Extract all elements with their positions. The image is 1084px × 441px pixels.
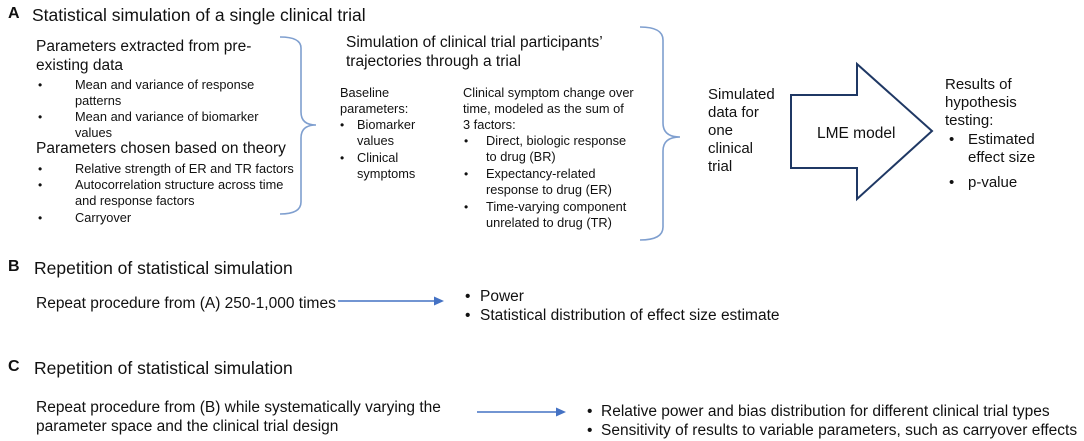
baseline-item: Clinical symptoms bbox=[357, 150, 416, 181]
baseline-item: Biomarker values bbox=[357, 117, 416, 148]
bullet-dot-icon: • bbox=[464, 200, 469, 214]
right-brace-icon bbox=[279, 36, 317, 215]
bullet-dot-icon: • bbox=[340, 118, 345, 132]
bullet-dot-icon: • bbox=[464, 134, 469, 148]
bullet-dot-icon: • bbox=[464, 167, 469, 181]
section-b-outcome: Power bbox=[480, 288, 524, 305]
bullet-dot-icon: • bbox=[340, 151, 345, 165]
bullet-dot-icon: • bbox=[38, 211, 43, 225]
simulation-heading: Simulation of clinical trial participant… bbox=[346, 34, 603, 70]
bullet-dot-icon: • bbox=[587, 422, 593, 439]
section-c-letter: C bbox=[8, 358, 20, 375]
section-b-outcome: Statistical distribution of effect size … bbox=[480, 307, 780, 324]
section-b-procedure: Repeat procedure from (A) 250-1,000 time… bbox=[36, 295, 336, 312]
params-extracted-item: Mean and variance of response patterns bbox=[75, 77, 255, 108]
section-c-outcome: Relative power and bias distribution for… bbox=[601, 403, 1050, 420]
section-c-outcome: Sensitivity of results to variable param… bbox=[601, 422, 1078, 439]
arrowhead-icon bbox=[434, 296, 444, 306]
arrowhead-icon bbox=[556, 407, 566, 417]
params-extracted-item: Mean and variance of biomarker values bbox=[75, 109, 259, 140]
section-b-title: Repetition of statistical simulation bbox=[34, 258, 293, 278]
bullet-dot-icon: • bbox=[38, 78, 43, 92]
section-a-letter: A bbox=[8, 5, 20, 22]
right-brace-icon bbox=[639, 26, 681, 241]
bullet-dot-icon: • bbox=[465, 288, 471, 305]
baseline-label: Baseline parameters: bbox=[340, 85, 409, 116]
factor-item: Expectancy-related response to drug (ER) bbox=[486, 166, 612, 197]
params-extracted-heading: Parameters extracted from pre- existing … bbox=[36, 38, 252, 74]
results-heading: Results of hypothesis testing: bbox=[945, 76, 1017, 129]
bullet-dot-icon: • bbox=[949, 174, 955, 191]
bullet-dot-icon: • bbox=[949, 131, 955, 148]
bullet-dot-icon: • bbox=[587, 403, 593, 420]
bullet-dot-icon: • bbox=[38, 162, 43, 176]
params-theory-heading: Parameters chosen based on theory bbox=[36, 140, 286, 157]
section-c-title: Repetition of statistical simulation bbox=[34, 358, 293, 378]
simulated-data-label: Simulated data for one clinical trial bbox=[708, 86, 775, 175]
bullet-dot-icon: • bbox=[38, 178, 43, 192]
bullet-dot-icon: • bbox=[38, 110, 43, 124]
params-theory-item: Relative strength of ER and TR factors bbox=[75, 161, 294, 176]
symptom-change-label: Clinical symptom change over time, model… bbox=[463, 85, 634, 132]
results-item: p-value bbox=[968, 174, 1018, 191]
lme-model-label: LME model bbox=[817, 125, 895, 142]
section-a-title: Statistical simulation of a single clini… bbox=[32, 5, 366, 25]
params-theory-item: Autocorrelation structure across time an… bbox=[75, 177, 284, 208]
bullet-dot-icon: • bbox=[465, 307, 471, 324]
factor-item: Time-varying component unrelated to drug… bbox=[486, 199, 627, 230]
results-item: Estimated effect size bbox=[968, 131, 1036, 166]
params-theory-item: Carryover bbox=[75, 210, 132, 225]
section-b-letter: B bbox=[8, 258, 20, 275]
block-arrow-icon bbox=[790, 61, 934, 202]
section-c-procedure: Repeat procedure from (B) while systemat… bbox=[36, 399, 441, 435]
factor-item: Direct, biologic response to drug (BR) bbox=[486, 133, 627, 164]
